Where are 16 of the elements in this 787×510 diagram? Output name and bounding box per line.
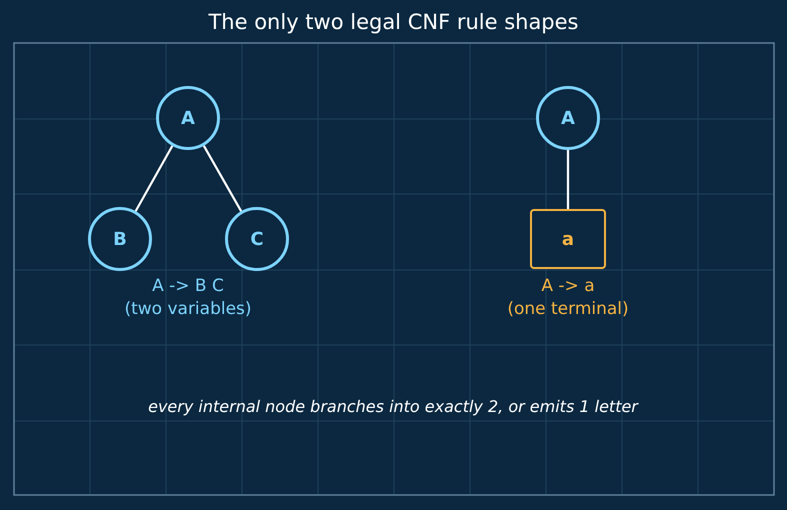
node-label: C <box>250 228 264 250</box>
connector-line <box>134 145 174 212</box>
node-label: B <box>113 228 127 250</box>
connector-line <box>566 150 570 209</box>
node-label: a <box>562 228 574 250</box>
connector-line <box>202 145 242 212</box>
footnote-text: every internal node branches into exactly 2, or emits 1 letter <box>148 397 638 416</box>
rule-label: A -> a <box>541 276 595 296</box>
terminal-box <box>530 209 606 269</box>
node-label: A <box>561 108 575 128</box>
node-label: A <box>181 108 195 128</box>
diagram-title: The only two legal CNF rule shapes <box>207 10 580 34</box>
variable-circle <box>88 207 152 271</box>
rule-note: (one terminal) <box>507 299 629 319</box>
rule-note: (two variables) <box>124 299 252 319</box>
rule-label: A -> B C <box>152 276 224 296</box>
